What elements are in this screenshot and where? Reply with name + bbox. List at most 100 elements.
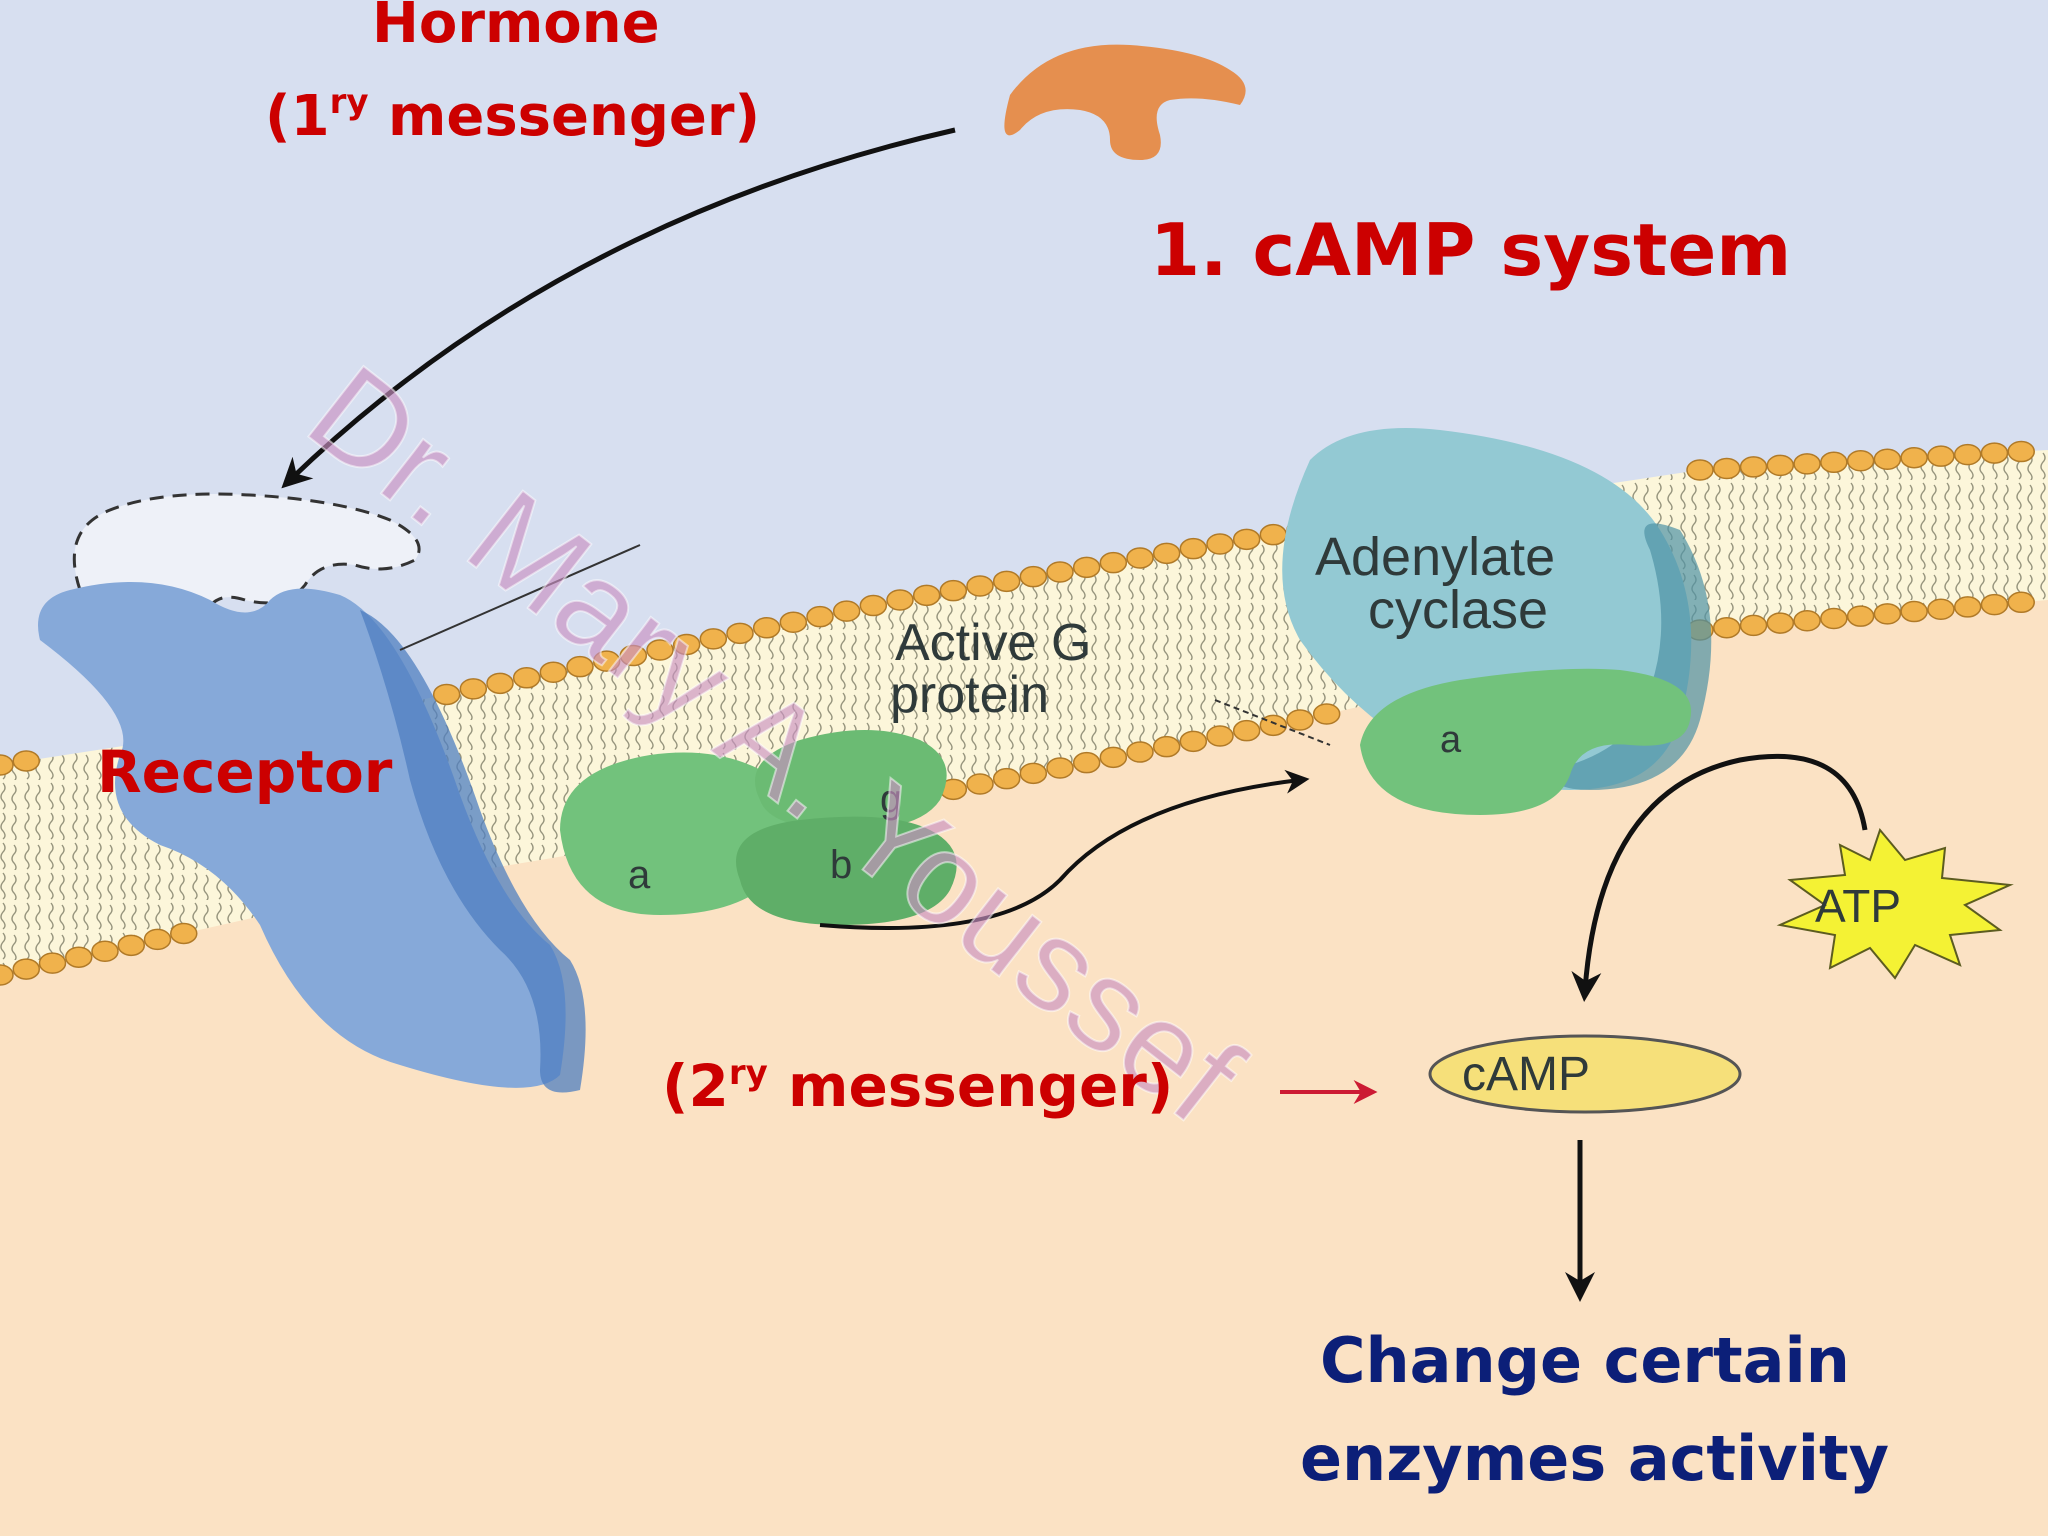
g-protein-complex: a g b: [560, 730, 957, 925]
lipid-head: [1927, 598, 1955, 620]
lipid-head: [1099, 551, 1128, 574]
lipid-head: [1820, 451, 1848, 474]
lipid-head: [1739, 614, 1768, 637]
lipid-head: [1953, 596, 1982, 618]
lipid-head: [966, 575, 994, 597]
lipid-head: [143, 928, 172, 951]
lipid-head: [1953, 443, 1982, 466]
lipid-head: [699, 628, 728, 650]
lipid-head: [1286, 709, 1314, 731]
lipid-head: [1019, 762, 1048, 785]
bound-g-alpha: [1360, 668, 1692, 815]
lipid-head: [966, 773, 994, 795]
lipid-head: [432, 683, 461, 706]
lipid-head: [459, 678, 488, 700]
lipid-head: [1739, 456, 1768, 478]
lipid-head: [1900, 446, 1928, 469]
lipid-head: [1152, 735, 1181, 758]
lipid-head: [1072, 751, 1101, 774]
atp-burst: [1776, 827, 2014, 980]
lipid-head: [1232, 719, 1261, 742]
lipid-head: [992, 570, 1021, 593]
lipid-head: [117, 934, 145, 957]
lipid-head: [859, 594, 888, 617]
lipid-head: [12, 750, 40, 772]
hormone-molecule: [1004, 44, 1246, 161]
lipid-head: [1019, 565, 1048, 588]
lipid-head: [1927, 445, 1955, 467]
activation-arrow: [819, 769, 1310, 930]
lipid-head: [2007, 591, 2035, 614]
lipid-head: [1126, 741, 1154, 763]
lipid-head: [726, 622, 754, 645]
lipid-head: [512, 667, 541, 689]
lipid-head: [1152, 542, 1181, 565]
lipid-head: [170, 922, 198, 945]
g-protein-label-line1: Active G: [895, 614, 1092, 672]
lipid-head: [1713, 457, 1741, 480]
hormone-label-line2: (1ry messenger): [265, 82, 760, 149]
bound-g-alpha-label: a: [1440, 719, 1462, 761]
g-subunit-alpha-label: a: [628, 853, 651, 897]
lipid-head: [1900, 600, 1928, 623]
lipid-head: [939, 579, 968, 602]
lipid-head: [1766, 612, 1795, 634]
lipid-head: [1980, 593, 2009, 616]
lipid-head: [779, 611, 808, 633]
hormone-arrow: [281, 127, 956, 489]
lipid-head: [0, 754, 14, 776]
g-protein-label-line2: protein: [890, 666, 1049, 724]
lipid-head: [2007, 440, 2035, 463]
lipid-head: [912, 584, 941, 607]
adenylate-cyclase-label-line2: cyclase: [1368, 580, 1548, 640]
outcome-label-line2: enzymes activity: [1300, 1422, 1889, 1495]
lipid-head: [0, 964, 14, 986]
lipid-head: [592, 650, 621, 672]
camp-molecule: [1428, 1034, 1742, 1114]
lipid-head: [566, 655, 594, 678]
lipid-head: [672, 633, 701, 656]
lipid-head: [1312, 703, 1341, 725]
lipid-head: [65, 946, 93, 968]
g-subunit-beta-label: b: [830, 843, 852, 887]
lipid-head: [1179, 537, 1208, 560]
g-subunit-alpha: [560, 752, 797, 915]
lipid-head: [1793, 453, 1821, 475]
g-protein-pointer: [399, 544, 641, 651]
receptor-protein: [38, 582, 566, 1088]
lipid-head: [12, 958, 40, 980]
atp-label: ATP: [1815, 880, 1901, 932]
lipid-head: [1846, 450, 1875, 472]
lipid-head: [1766, 454, 1795, 477]
lipid-head: [1232, 528, 1261, 551]
lipid-head: [1072, 556, 1101, 579]
lipid-head: [1046, 757, 1074, 779]
lipid-head: [1179, 730, 1208, 753]
lipid-head: [1873, 448, 1902, 470]
lipid-head: [1686, 459, 1714, 481]
g-subunit-beta: [736, 816, 957, 925]
lipid-head: [1846, 605, 1875, 627]
hormone-label-line1: Hormone: [372, 0, 660, 56]
lipid-head: [486, 672, 514, 695]
lipid-head: [1873, 603, 1902, 625]
lipid-head: [1099, 746, 1128, 769]
receptor-shade: [360, 610, 586, 1093]
lipid-head: [646, 639, 674, 661]
lipid-head: [1046, 561, 1074, 583]
lipid-head: [1820, 607, 1848, 630]
lipid-head: [832, 600, 861, 622]
lipid-head: [1980, 442, 2009, 464]
adenylate-cyclase-label-line1: Adenylate: [1315, 527, 1555, 587]
outcome-label-line1: Change certain: [1320, 1324, 1850, 1397]
g-subunit-gamma: [755, 730, 947, 830]
lipid-head: [752, 617, 781, 639]
diagram-title: 1. cAMP system: [1150, 208, 1791, 292]
atp-conversion-arrow: [1571, 753, 1868, 1002]
lipid-head: [1793, 610, 1821, 632]
g-protein-text-pointer: [1214, 699, 1331, 746]
lipid-head: [806, 605, 834, 628]
lipid-heads-outer: [0, 440, 2035, 776]
